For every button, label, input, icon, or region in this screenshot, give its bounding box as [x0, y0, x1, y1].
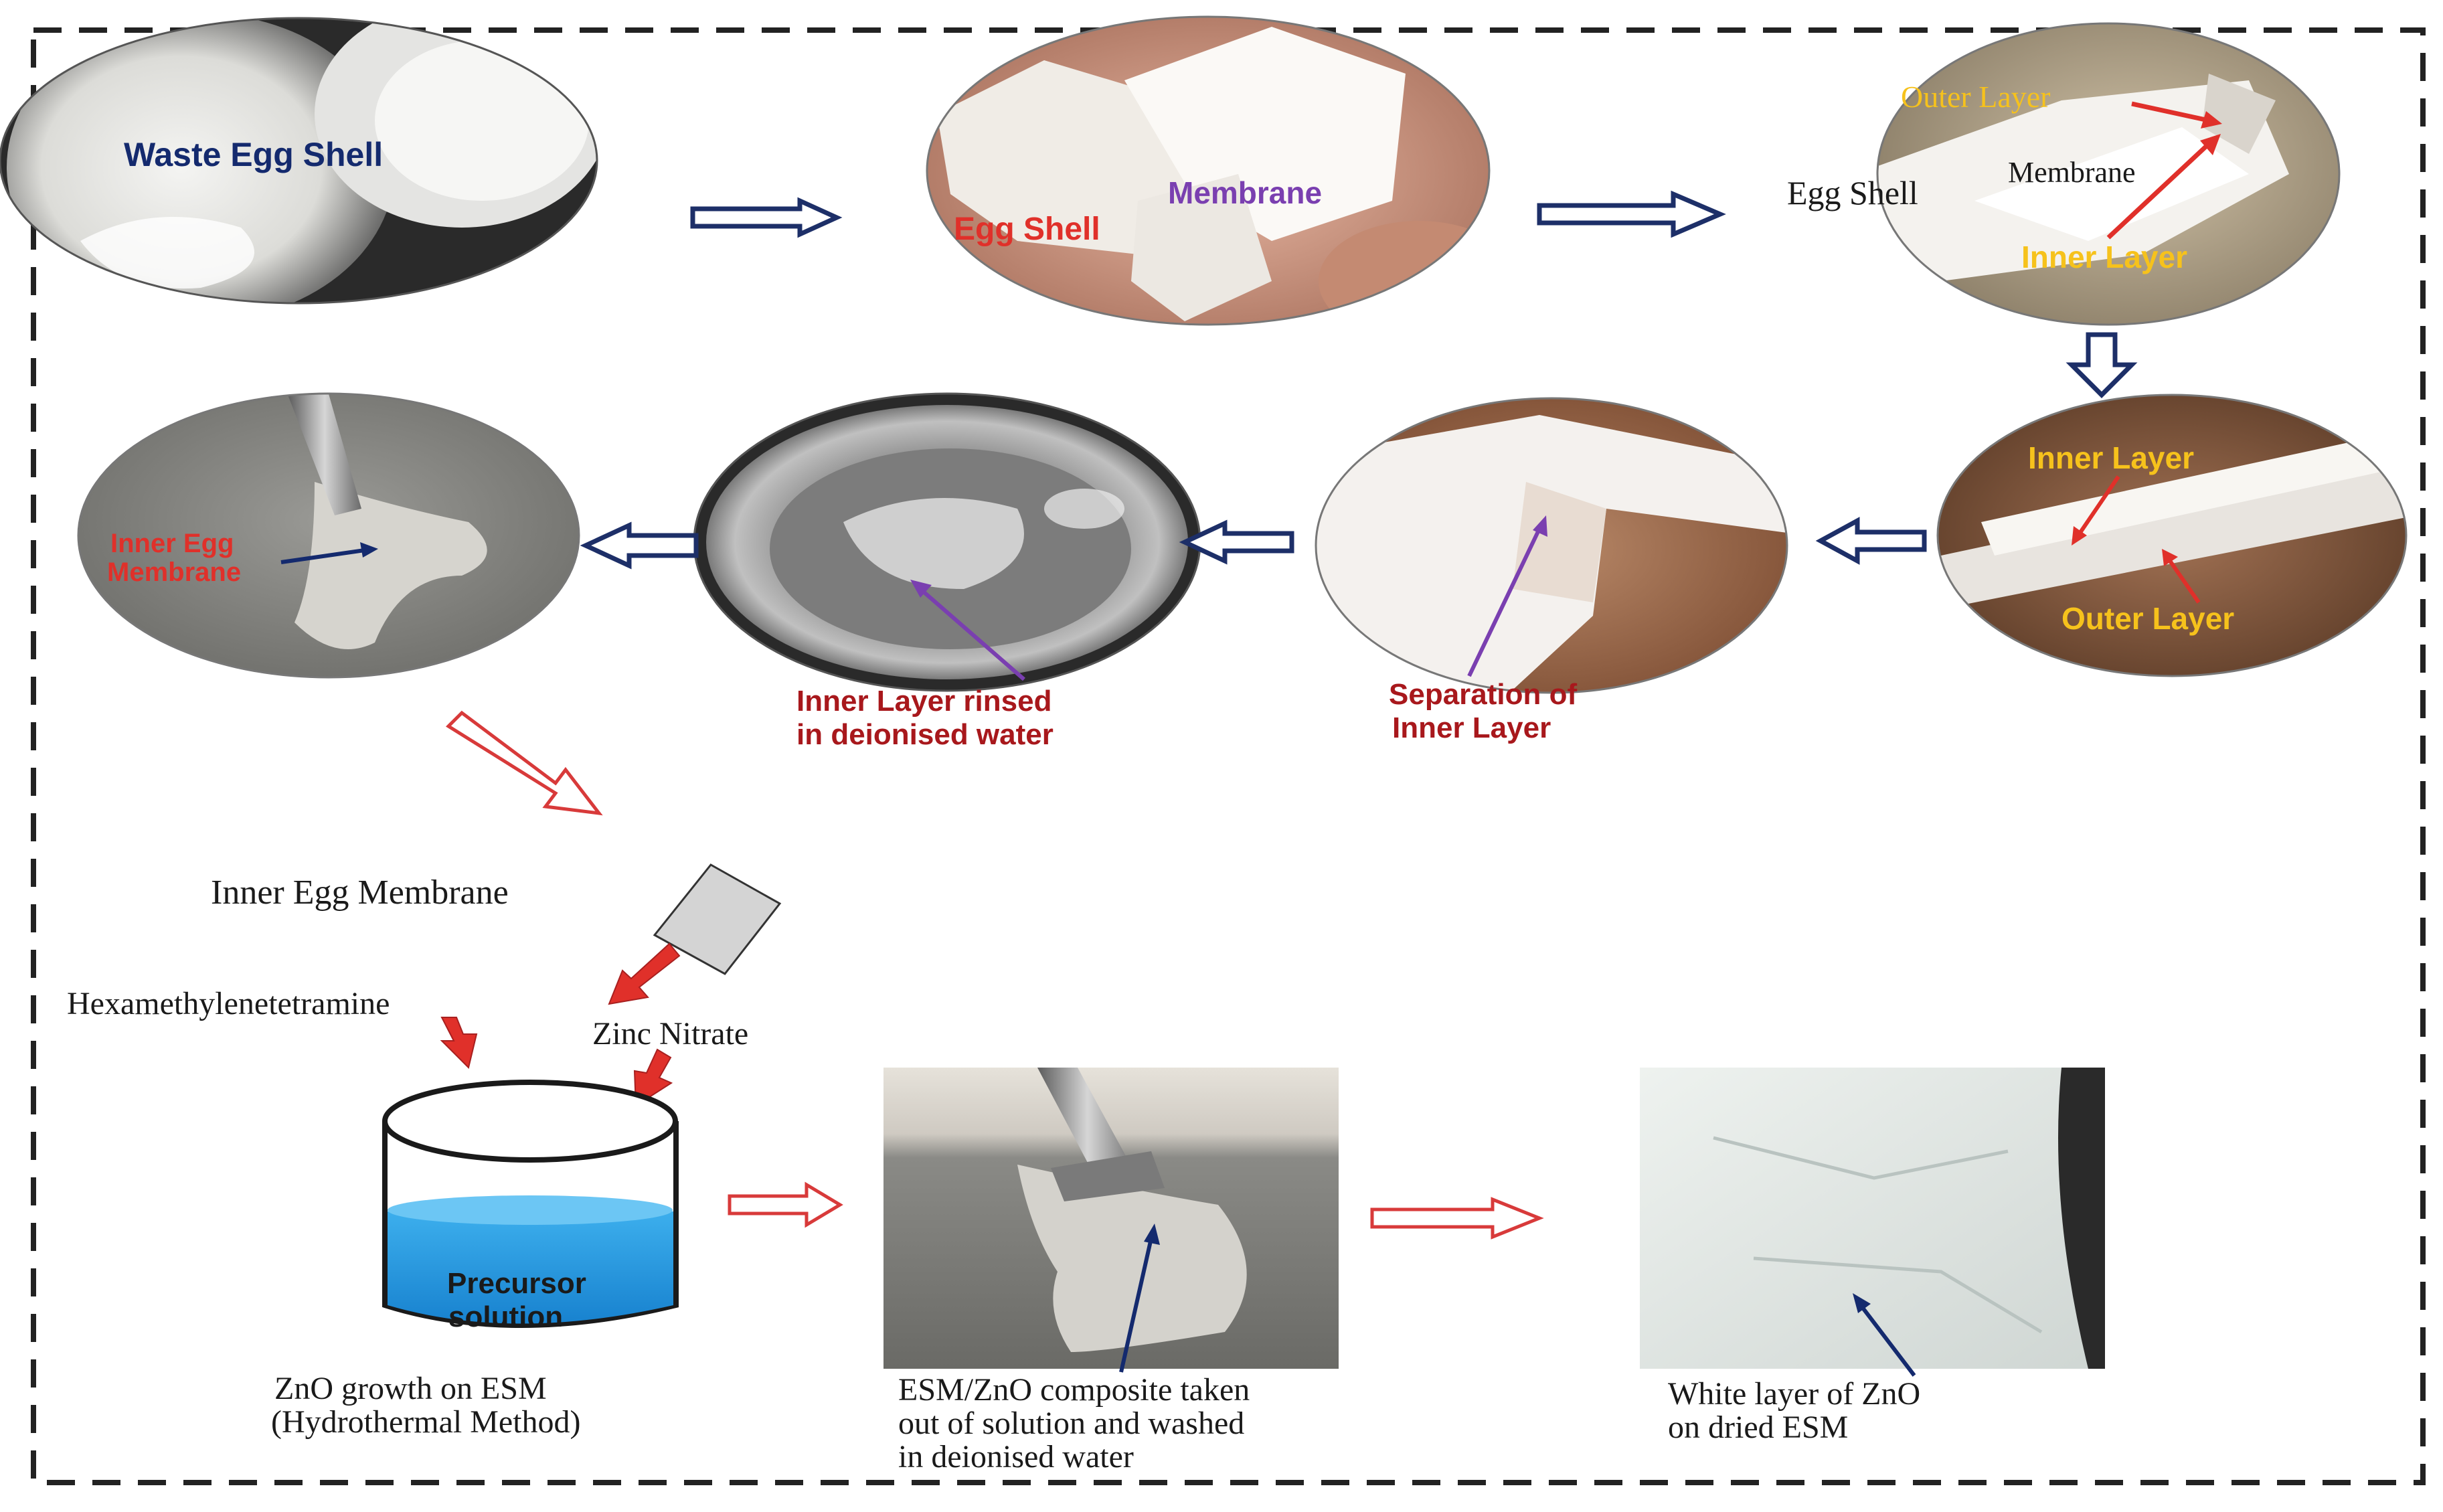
rinse-caption-1: Inner Layer rinsed [796, 685, 1051, 718]
zno-caption-2: on dried ESM [1668, 1410, 1848, 1445]
composite-caption-1: ESM/ZnO composite taken [898, 1372, 1250, 1408]
composite-pointer [1119, 1238, 1153, 1373]
inner-membrane-pointer [280, 548, 365, 564]
hmta-label: Hexamethylenetetramine [67, 986, 390, 1021]
inner-layer-pointer [2106, 142, 2211, 240]
separation-caption-2: Inner Layer [1392, 711, 1551, 744]
inner-membrane-photo [77, 392, 580, 679]
hmta-drop-arrow [440, 1017, 478, 1069]
layers-closeup-photo [1936, 394, 2408, 677]
closeup-inner-pointer [2076, 475, 2120, 537]
zno-pointer [1859, 1304, 1916, 1377]
hydro-caption-2: (Hydrothermal Method) [271, 1404, 581, 1440]
zinc-drop-arrow [633, 1048, 673, 1107]
closeup-inner-label: Inner Layer [2028, 440, 2194, 475]
layers-membrane-label: Membrane [2008, 156, 2136, 189]
hydro-membrane-label: Inner Egg Membrane [211, 873, 509, 912]
flow-arrow-2 [1537, 190, 1726, 238]
rinse-pointer [919, 587, 1025, 681]
composite-photo [883, 1068, 1339, 1369]
flow-arrow-7 [728, 1181, 843, 1228]
composite-caption-3: in deionised water [898, 1439, 1134, 1475]
flow-arrow-8 [1370, 1197, 1544, 1240]
layers-inner-label: Inner Layer [2021, 240, 2187, 274]
flow-arrow-3 [2066, 332, 2138, 398]
flow-arrow-1 [690, 197, 843, 238]
composite-pointer-head [1144, 1224, 1160, 1245]
inner-membrane-pointer-head [360, 542, 378, 558]
closeup-outer-pointer [2167, 558, 2201, 604]
waste-egg-shell-label: Waste Egg Shell [124, 136, 383, 173]
separation-pointer [1467, 527, 1541, 677]
rinse-dish-photo [693, 392, 1201, 692]
inner-membrane-label-2: Membrane [107, 558, 241, 587]
beaker-label-2: solution [448, 1300, 563, 1333]
inner-layer-pointer-head [2200, 134, 2221, 155]
peeled-egg-shell-photo [926, 15, 1491, 326]
rinse-pointer-head [910, 580, 932, 598]
membrane-sheet [653, 863, 782, 975]
beaker [382, 1080, 679, 1328]
separation-photo [1315, 397, 1788, 694]
flow-arrow-4 [1815, 517, 1927, 565]
flow-arrow-5 [1179, 519, 1294, 565]
separation-pointer-head [1533, 515, 1547, 537]
membrane-drop-arrow [608, 942, 681, 1005]
inner-membrane-label-1: Inner Egg [110, 529, 234, 558]
outer-layer-pointer [2131, 101, 2209, 123]
peel-membrane-label: Membrane [1168, 175, 1322, 210]
precursor-liquid [388, 1203, 673, 1324]
layers-egg-shell-label: Egg Shell [1787, 174, 1918, 212]
composite-caption-2: out of solution and washed [898, 1406, 1244, 1441]
zinc-nitrate-label: Zinc Nitrate [592, 1016, 748, 1052]
zno-pointer-head [1853, 1293, 1871, 1313]
flow-arrow-6 [580, 521, 699, 570]
outer-layer-pointer-head [2201, 111, 2222, 129]
separation-caption-1: Separation of [1389, 678, 1577, 711]
layers-outer-label: Outer Layer [1901, 80, 2051, 114]
closeup-outer-pointer-head [2162, 549, 2178, 566]
rinse-caption-2: in deionised water [796, 718, 1054, 751]
flow-arrow-diagonal [446, 710, 603, 816]
shell-layers-photo [1876, 22, 2341, 326]
closeup-outer-label: Outer Layer [2061, 601, 2234, 636]
beaker-label-1: Precursor [447, 1267, 586, 1300]
peel-egg-shell-label: Egg Shell [954, 212, 1100, 247]
closeup-inner-pointer-head [2072, 526, 2087, 545]
zno-caption-1: White layer of ZnO [1668, 1376, 1920, 1412]
hydro-caption-1: ZnO growth on ESM [274, 1371, 547, 1406]
